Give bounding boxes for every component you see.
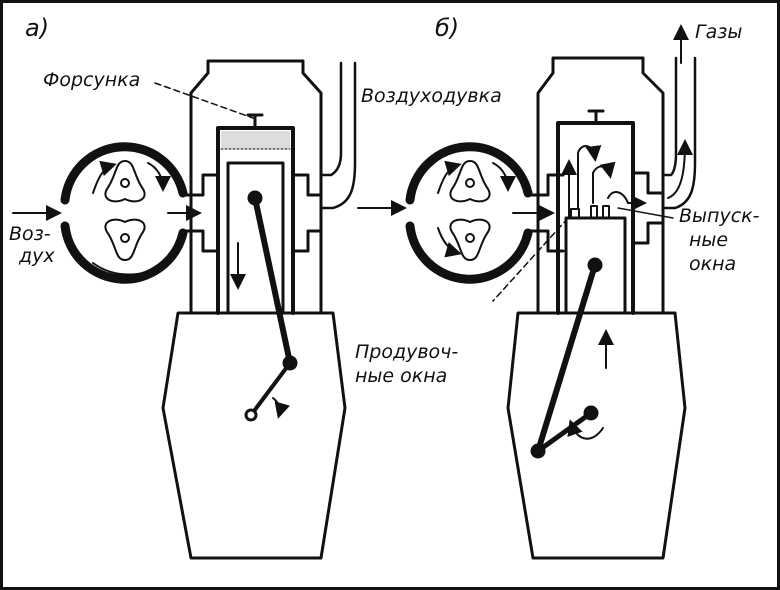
panel-a-label: а) [25, 14, 50, 42]
blower-a-housing-bottom [60, 221, 188, 284]
scavenge-ports-label-2: ные окна [355, 365, 448, 387]
rotor-icon [103, 218, 147, 262]
gases-label: Газы [695, 21, 743, 43]
scavenge-ports-label-1: Продувоч- [355, 341, 459, 363]
rotor-icon [448, 218, 492, 262]
exhaust-ports-label-3: окна [689, 253, 737, 275]
diagram-drawing [12, 24, 697, 560]
engine-b [357, 24, 697, 560]
exhaust-ports-label-1: Выпуск- [679, 205, 760, 227]
blower-label: Воздуходувка [361, 85, 502, 107]
engine-a [12, 59, 357, 560]
panel-b-label: б) [435, 14, 460, 42]
air-label-line2: дух [19, 245, 55, 267]
rotor-icon [103, 159, 147, 203]
injector-label: Форсунка [43, 69, 141, 91]
rotor-icon [448, 159, 492, 203]
air-label-line1: Воз- [9, 223, 51, 245]
exhaust-ports-label-2: ные [689, 229, 729, 251]
blower-a-housing-top [60, 142, 188, 205]
